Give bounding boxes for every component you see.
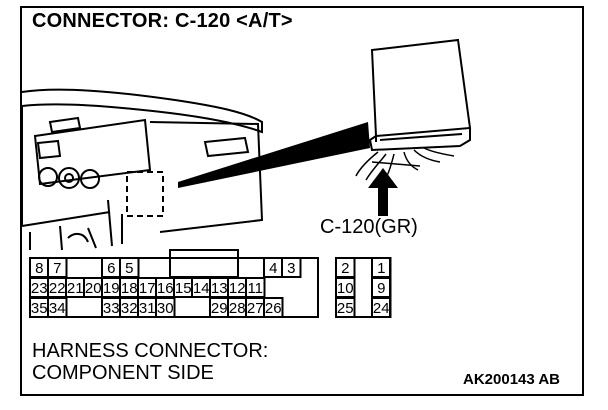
pin-5: 5: [125, 260, 133, 277]
pin-6: 6: [107, 260, 115, 277]
dashboard-illustration: [21, 88, 264, 251]
pin-13: 13: [211, 280, 228, 297]
connector-label: C-120(GR): [320, 216, 418, 238]
pin-35: 35: [31, 300, 48, 317]
pin-2: 2: [341, 260, 349, 277]
pin-18: 18: [121, 280, 138, 297]
pin-15: 15: [175, 280, 192, 297]
caption-line-2: COMPONENT SIDE: [32, 362, 214, 384]
pin-12: 12: [229, 280, 246, 297]
pin-25: 25: [337, 300, 354, 317]
pin-19: 19: [103, 280, 120, 297]
pin-29: 29: [211, 300, 228, 317]
pin-8: 8: [35, 260, 43, 277]
caption-line-1: HARNESS CONNECTOR:: [32, 340, 269, 362]
wire-harness: [355, 147, 455, 181]
pin-9: 9: [377, 280, 385, 297]
pin-20: 20: [85, 280, 102, 297]
leader-wedge: [178, 122, 370, 188]
pin-3: 3: [287, 260, 295, 277]
pin-24: 24: [373, 300, 390, 317]
pin-28: 28: [229, 300, 246, 317]
pin-23: 23: [31, 280, 48, 297]
pin-10: 10: [337, 280, 354, 297]
pin-14: 14: [193, 280, 210, 297]
pin-16: 16: [157, 280, 174, 297]
diagram-frame: [20, 6, 584, 396]
connector-title: CONNECTOR: C-120 <A/T>: [32, 10, 293, 32]
figure-code: AK200143 AB: [463, 371, 560, 388]
pin-31: 31: [139, 300, 156, 317]
pin-17: 17: [139, 280, 156, 297]
ecu-module: [368, 38, 472, 152]
pin-27: 27: [247, 300, 264, 317]
pin-26: 26: [265, 300, 282, 317]
pin-33: 33: [103, 300, 120, 317]
connector-location-box: [126, 171, 164, 217]
pin-32: 32: [121, 300, 138, 317]
pointer-arrow: [368, 168, 398, 216]
pin-21: 21: [67, 280, 84, 297]
connector-key: [169, 249, 239, 278]
right-block-outline: [335, 257, 391, 318]
pin-30: 30: [157, 300, 174, 317]
pin-34: 34: [49, 300, 66, 317]
pin-11: 11: [247, 280, 263, 297]
pin-1: 1: [377, 260, 385, 277]
pin-4: 4: [269, 260, 277, 277]
pin-22: 22: [49, 280, 66, 297]
left-block-outline: [29, 257, 319, 318]
pin-7: 7: [53, 260, 61, 277]
